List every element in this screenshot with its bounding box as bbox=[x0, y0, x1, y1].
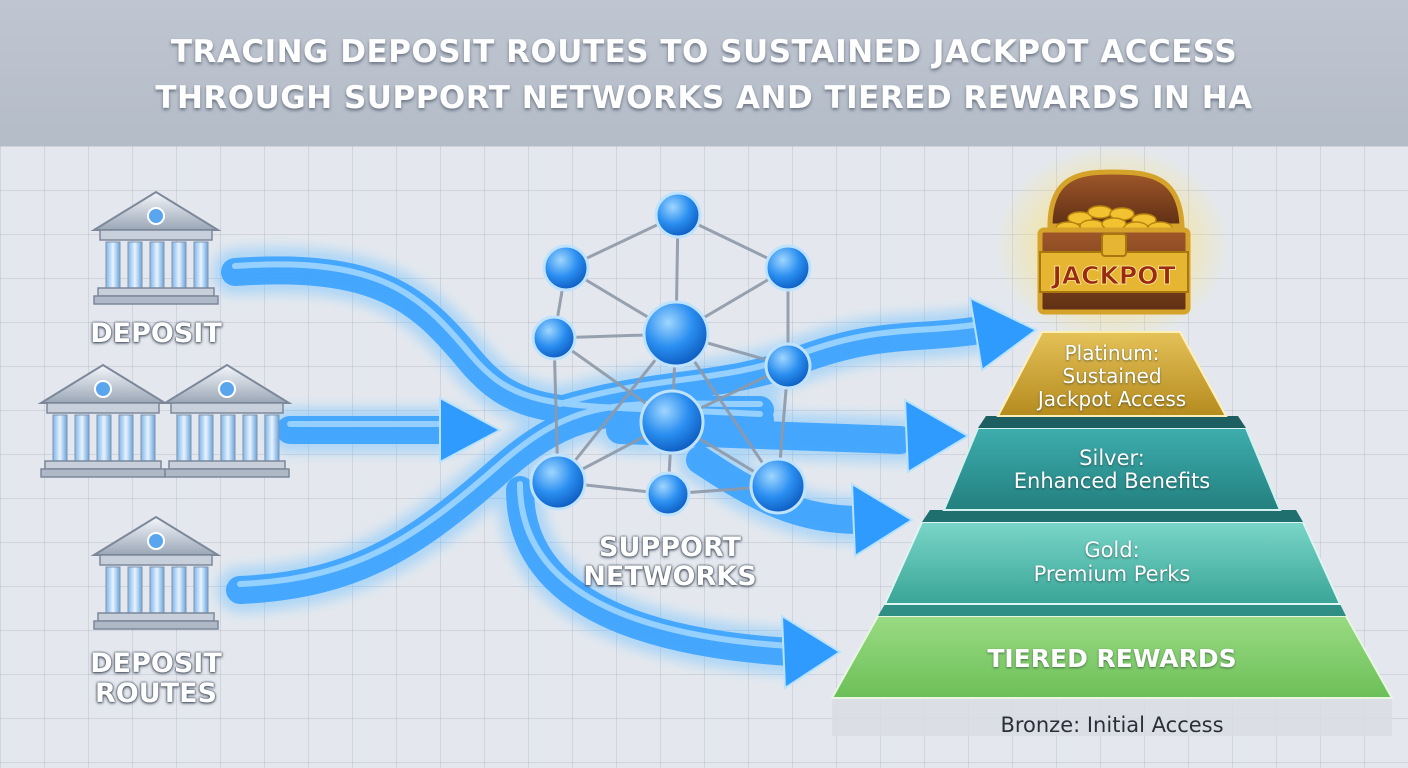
tiered-rewards-label: TIERED REWARDS bbox=[987, 644, 1237, 673]
network-node bbox=[749, 457, 807, 515]
tier-bronze-base bbox=[832, 698, 1392, 736]
gold-line-2: Premium Perks bbox=[1033, 562, 1191, 586]
network-node bbox=[764, 244, 812, 292]
network-node bbox=[529, 453, 587, 511]
arrowhead-tiered bbox=[780, 614, 842, 690]
bank-icon bbox=[90, 190, 222, 305]
tier-ledge-2 bbox=[922, 510, 1303, 522]
arrowhead-silver bbox=[903, 398, 970, 474]
deposit-routes-label-2: ROUTES bbox=[95, 678, 217, 709]
title-banner: TRACING DEPOSIT ROUTES TO SUSTAINED JACK… bbox=[0, 0, 1408, 146]
arrowhead-middle bbox=[439, 396, 503, 464]
arrowhead-gold bbox=[850, 482, 914, 558]
network-node bbox=[542, 244, 590, 292]
gold-line-1: Gold: bbox=[1084, 538, 1140, 562]
platinum-line-2: Sustained bbox=[1062, 364, 1162, 388]
silver-line-2: Enhanced Benefits bbox=[1013, 469, 1211, 493]
support-networks-label-2: NETWORKS bbox=[583, 561, 757, 592]
title-line-1: TRACING DEPOSIT ROUTES TO SUSTAINED JACK… bbox=[170, 34, 1238, 70]
network-node bbox=[639, 389, 705, 455]
reward-pyramid bbox=[830, 331, 1394, 736]
network-node bbox=[642, 300, 710, 368]
platinum-line-3: Jackpot Access bbox=[1037, 387, 1187, 411]
support-networks-label-1: SUPPORT bbox=[599, 532, 741, 563]
tier-ledge-1 bbox=[978, 416, 1246, 428]
arrowhead-platinum bbox=[968, 296, 1038, 372]
tier-ledge-3 bbox=[878, 604, 1346, 616]
network-nodes bbox=[529, 191, 812, 517]
deposit-routes-label-1: DEPOSIT bbox=[90, 648, 222, 679]
bank-icon bbox=[37, 363, 169, 478]
silver-line-1: Silver: bbox=[1079, 446, 1145, 470]
arrow-heads bbox=[439, 296, 1038, 690]
flow-arrows bbox=[212, 247, 1003, 675]
title-line-2: THROUGH SUPPORT NETWORKS AND TIERED REWA… bbox=[155, 80, 1253, 116]
bank-icon bbox=[90, 515, 222, 630]
jackpot-chest-icon bbox=[994, 145, 1230, 345]
bank-icons bbox=[37, 190, 293, 630]
network-node bbox=[764, 342, 812, 390]
deposit-label: DEPOSIT bbox=[90, 318, 222, 349]
bronze-label: Bronze: Initial Access bbox=[1000, 713, 1224, 737]
network-node bbox=[645, 471, 691, 517]
network-node bbox=[654, 191, 702, 239]
bank-icon bbox=[161, 363, 293, 478]
jackpot-plaque: JACKPOT bbox=[1051, 261, 1176, 290]
network-node bbox=[531, 315, 577, 361]
platinum-line-1: Platinum: bbox=[1064, 341, 1160, 365]
